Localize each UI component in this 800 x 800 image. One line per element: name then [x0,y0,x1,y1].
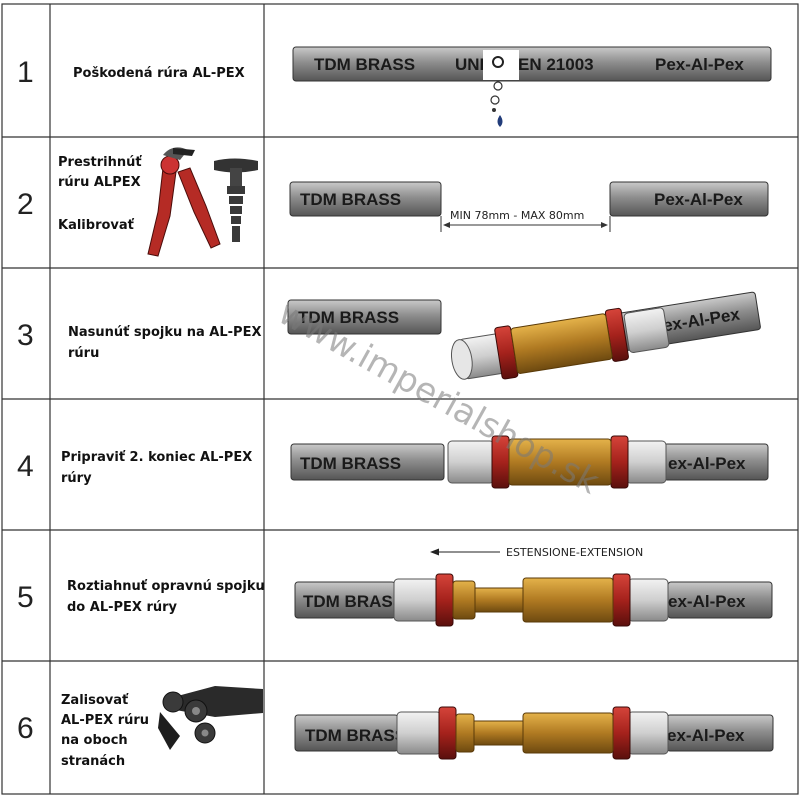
step-description: Poškodená rúra AL-PEX [73,66,245,81]
pipe-label-brand: TDM BRASS [300,454,401,473]
gap-label: MIN 78mm - MAX 80mm [450,209,584,222]
step-description: Roztiahnuť opravnú spojku [67,579,265,594]
step-number: 1 [17,56,34,89]
pipe-label-type: ex-Al-Pex [668,454,746,473]
step-description: Kalibrovať [58,218,135,233]
pipe-label-type: ex-Al-Pex [668,592,746,611]
table-grid [1,3,799,795]
step-description: rúru [68,346,99,361]
pipe-label-brand: TDM BRASS [305,726,406,745]
coupled-pipe-step6: TDM BRASS ex-Al-Pex [294,706,774,760]
step-description: Nasunúť spojku na AL-PEX [68,325,261,340]
pipe-label-brand: TDM BRASS [300,190,401,209]
step-number: 5 [17,581,34,614]
pipe-label-standard: EN 21003 [518,55,594,74]
pipe-label-brand: TDM BRASS [298,308,399,327]
step-description: do AL-PEX rúry [67,600,178,615]
step-description: stranách [61,754,125,769]
extension-arrow [430,548,500,556]
damaged-pipe: TDM BRASS UNI EN 21003 Pex-Al-Pex [292,46,772,82]
repair-coupling-tilted: ex-Al-Pex [450,291,761,380]
press-tool-icon [158,686,263,750]
pipe-label-type: ex-Al-Pex [667,726,745,745]
coupled-pipe-step4: TDM BRASS ex-Al-Pex [290,435,769,489]
pipe-label-type: Pex-Al-Pex [655,55,744,74]
pipe-label-brand: TDM BRASS [314,55,415,74]
extension-label: ESTENSIONE-EXTENSION [506,546,643,559]
leak-drops-icon [490,81,503,127]
calibration-tool-icon [214,158,258,242]
pipe-label-type: Pex-Al-Pex [654,190,743,209]
step-number: 4 [17,450,34,483]
cut-pipe-right: Pex-Al-Pex [609,181,769,217]
gap-dimension [440,216,611,232]
step-description: Zalisovať [61,693,129,708]
step-description: na oboch [61,733,128,748]
step-description: Prestrihnúť [58,155,142,170]
step-number: 2 [17,188,34,221]
step-number: 3 [17,319,34,352]
step-description: AL-PEX rúru [61,713,149,728]
step-description: rúry [61,471,92,486]
cut-pipe-left: TDM BRASS [289,181,442,217]
coupled-pipe-step5: TDM BRASS ex-Al-Pex [294,573,773,627]
pipe-left: TDM BRASS [287,299,442,335]
pipe-label-uni: UNI [455,55,484,74]
step-number: 6 [17,712,34,745]
pipe-cut-tool-icon [147,147,221,257]
step-description: rúru ALPEX [58,175,141,190]
step-description: Pripraviť 2. koniec AL-PEX [61,450,252,465]
pipe-label-brand: TDM BRASS [303,592,404,611]
